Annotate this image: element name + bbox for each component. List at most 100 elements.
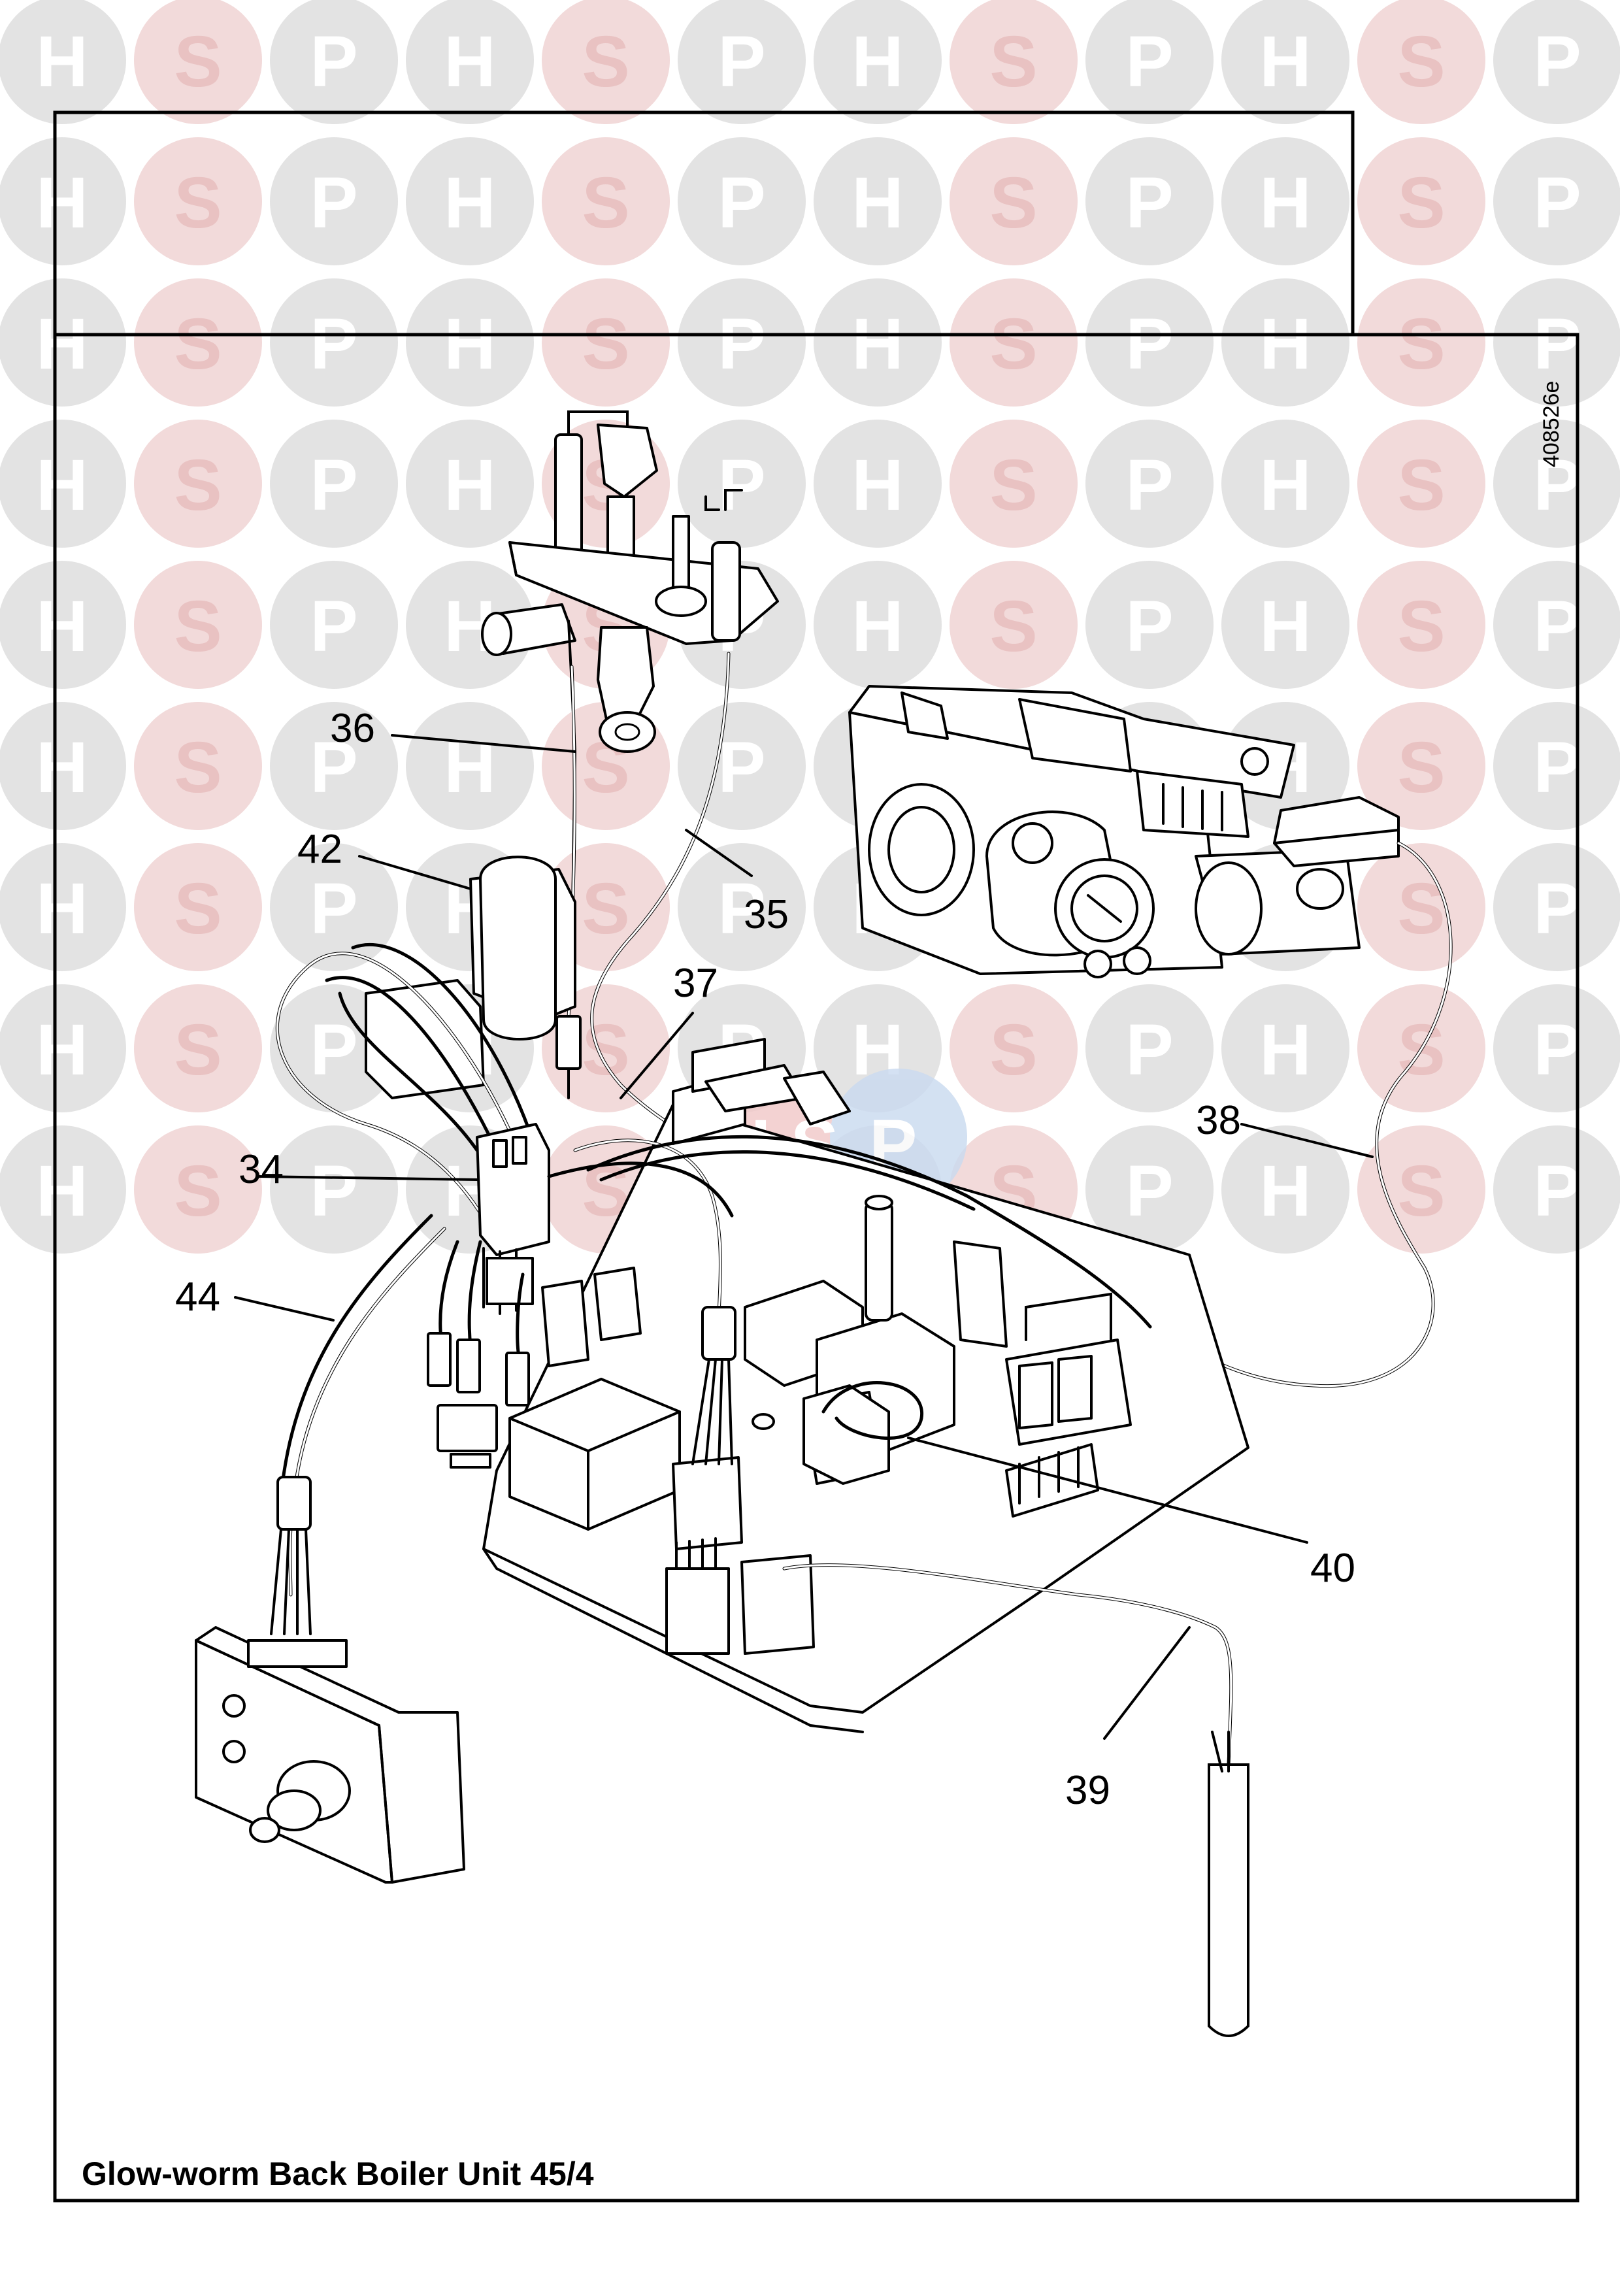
watermark-circle [1493,561,1620,689]
watermark-circle [678,137,806,265]
watermark-circle [1085,420,1214,548]
watermark-letter: S [174,163,222,243]
watermark-circle [542,0,670,124]
pilot-burner-icon [481,410,779,1001]
watermark-letter: P [1533,727,1581,808]
watermark-circle [1493,984,1620,1112]
watermark-letter: H [851,586,903,667]
watermark-circle [678,843,806,971]
watermark-circle [0,843,126,971]
watermark-circle [1493,1125,1620,1254]
watermark-letter: H [1259,1151,1311,1231]
watermark-circle [134,984,262,1112]
watermark-circle [406,278,534,407]
watermark-circle [950,420,1078,548]
watermark-letter: P [718,163,765,243]
watermark-letter: P [1125,304,1173,384]
watermark-letter: P [718,727,765,808]
watermark-circle [1221,0,1349,124]
watermark-circle [0,1125,126,1254]
watermark-letter: H [1259,586,1311,667]
watermark-circle [0,0,126,124]
watermark-circle [678,278,806,407]
watermark-letter: S [174,727,222,808]
watermark-circle [270,278,398,407]
callout-37: 37 [673,961,718,1006]
watermark-circle [1493,702,1620,830]
watermark-circle [1357,420,1485,548]
watermark-circle [1357,561,1485,689]
watermark-letter: S [989,163,1037,243]
watermark-letter: P [310,163,357,243]
watermark-circle [134,420,262,548]
watermark-letter: P [1533,304,1581,384]
watermark-circle [134,1125,262,1254]
callout-labels: 36 35 37 38 40 39 34 42 44 [175,706,1355,1813]
watermark-circle [1221,278,1349,407]
watermark-letter: P [1125,445,1173,525]
watermark-letter: S [174,869,222,949]
watermark-letter: P [310,869,357,949]
watermark-letter: H [1259,445,1311,525]
watermark-letter: S [1397,869,1445,949]
watermark-circle [950,561,1078,689]
watermark-letter: S [989,586,1037,667]
callout-34: 34 [239,1147,284,1192]
watermark-circle [542,137,670,265]
harness-wires [275,942,550,1469]
watermark-circle [1357,1125,1485,1254]
watermark-letter: P [1533,163,1581,243]
watermark-letter: H [36,304,88,384]
leader-lines [234,734,1374,1740]
watermark-letter: H [1259,1010,1311,1090]
watermark-circle [134,0,262,124]
watermark-letter: H [1259,22,1311,102]
pilot-leads [555,652,731,1159]
callout-44: 44 [175,1274,220,1320]
watermark-circle [542,278,670,407]
watermark-circle [1357,702,1485,830]
watermark-circle [1085,0,1214,124]
watermark-letter: P [310,586,357,667]
watermark-letter: S [1397,22,1445,102]
watermark-letter: H [1259,304,1311,384]
watermark-circle [1357,0,1485,124]
watermark-circle [950,278,1078,407]
watermark-letter: P [718,22,765,102]
clip-icon [365,856,576,1099]
watermark-circle [678,420,806,548]
watermark-circle [814,561,942,689]
watermark-circle [950,0,1078,124]
watermark-letter: P [1533,445,1581,525]
watermark-circle [134,561,262,689]
watermark-letter: P [310,1010,357,1090]
watermark-letter: H [444,22,495,102]
watermark-circle [406,702,534,830]
watermark-circle [406,561,534,689]
watermark-letter: S [174,22,222,102]
watermark-letter: S [582,1010,629,1090]
watermark-letter: P [1533,1151,1581,1231]
watermark-circle [1085,137,1214,265]
watermark-circle [1221,137,1349,265]
watermark-letter: H [444,163,495,243]
watermark-circle [270,137,398,265]
watermark-circle [0,561,126,689]
watermark-letter: H [36,869,88,949]
callout-35: 35 [744,892,789,937]
harness-over-pcb [547,1135,1152,1465]
diagram-title: Glow-worm Back Boiler Unit 45/4 [82,2155,594,2192]
watermark-circle [0,420,126,548]
watermark-circle [406,137,534,265]
watermark-letter: S [582,22,629,102]
watermark-circle [134,843,262,971]
watermark-letter: P [310,22,357,102]
watermark-letter: P [1533,22,1581,102]
watermark-letter: H [36,445,88,525]
watermark-letter: H [36,586,88,667]
watermark-letter: P [310,1151,357,1231]
watermark-letter: S [989,22,1037,102]
watermark-circle [0,984,126,1112]
watermark-circle [1493,278,1620,407]
watermark-circle [134,137,262,265]
